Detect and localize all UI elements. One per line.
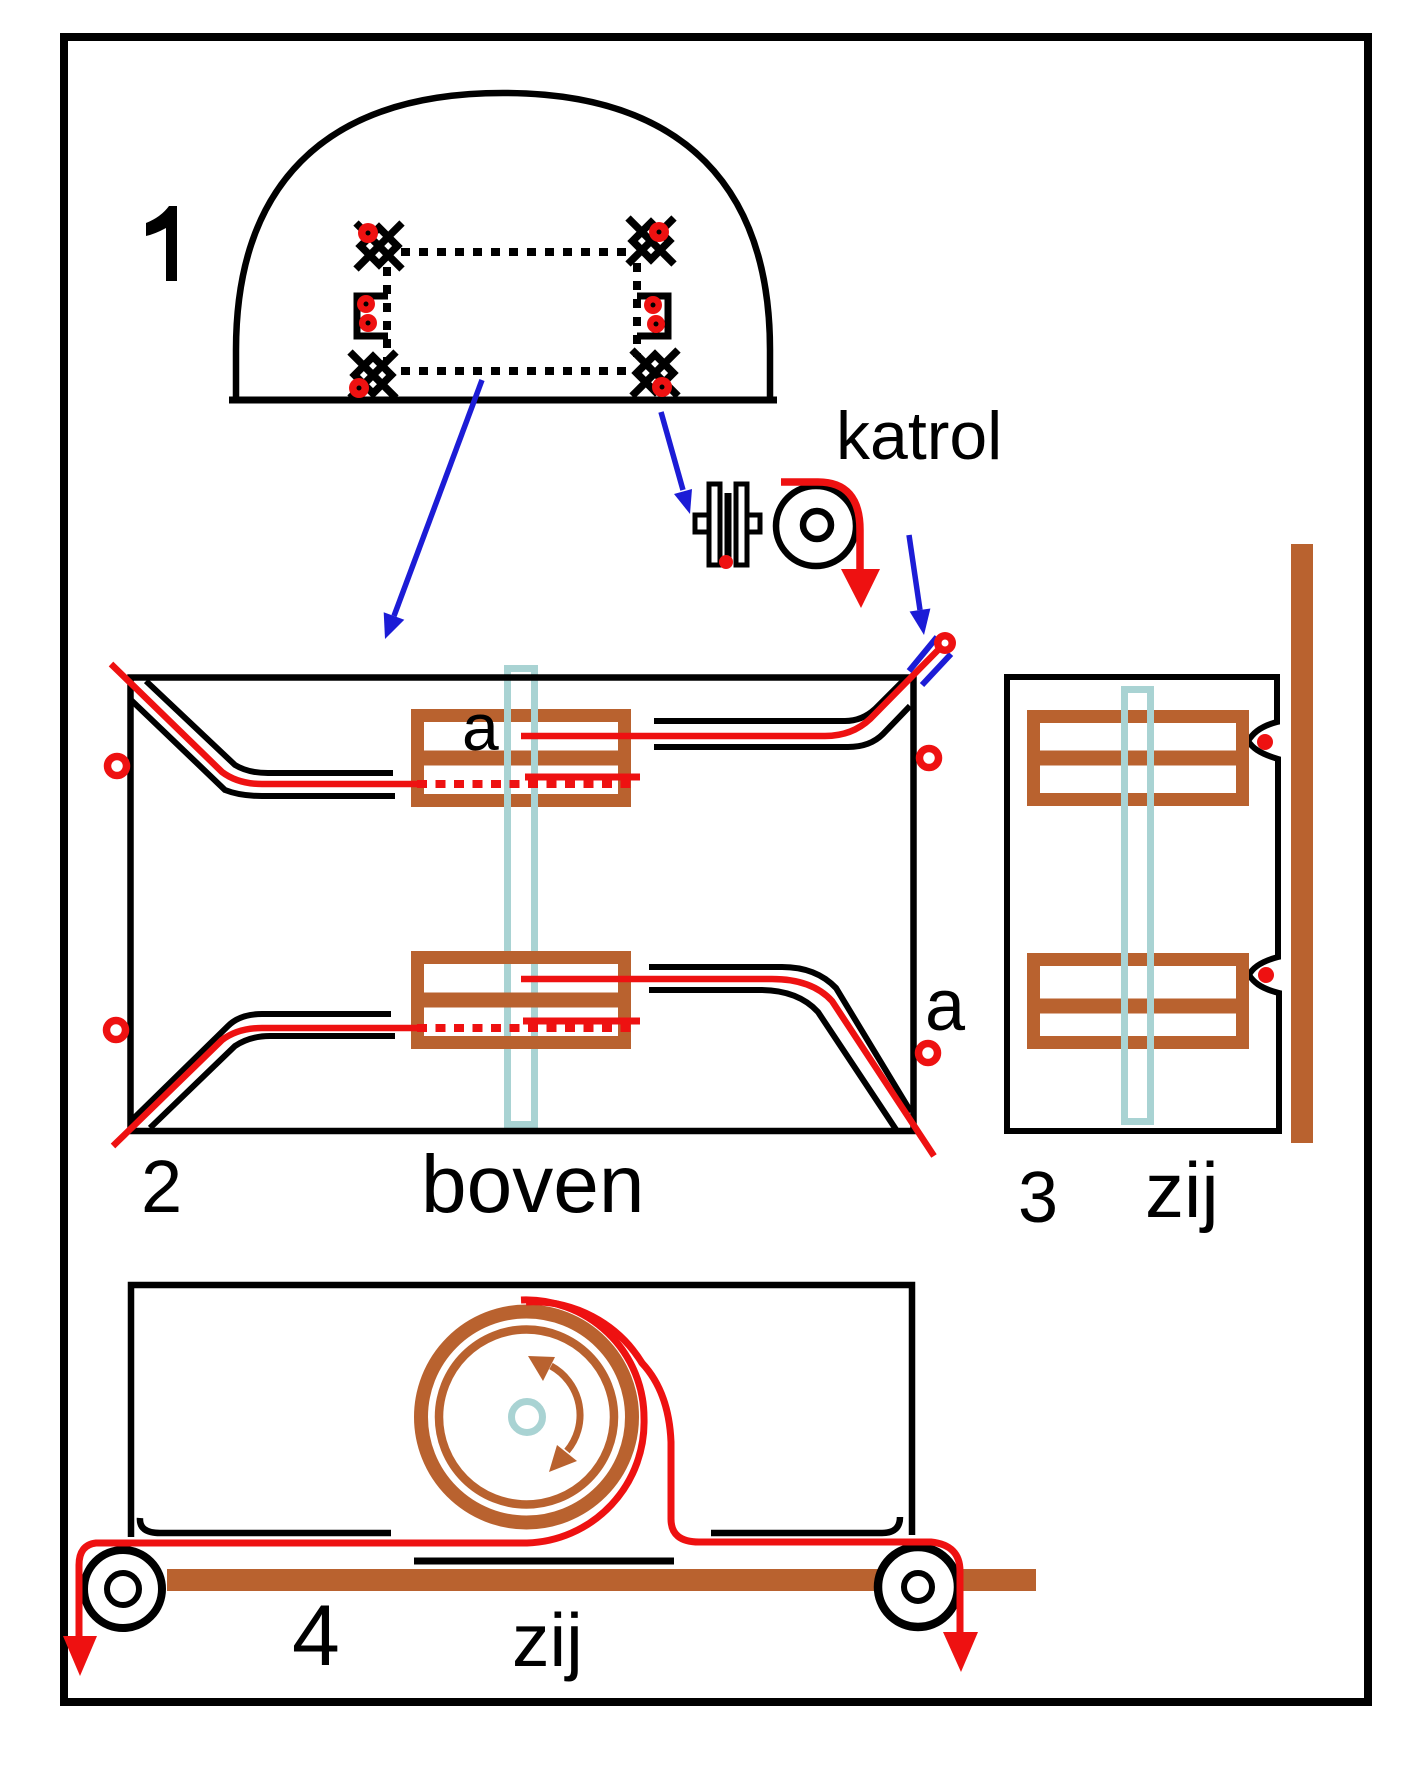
svg-text:a: a bbox=[462, 690, 499, 764]
svg-text:boven: boven bbox=[421, 1139, 644, 1230]
svg-text:zij: zij bbox=[512, 1598, 583, 1682]
svg-text:2: 2 bbox=[141, 1145, 182, 1228]
svg-text:zij: zij bbox=[1145, 1146, 1219, 1234]
svg-text:a: a bbox=[925, 966, 966, 1046]
svg-text:katrol: katrol bbox=[836, 398, 1002, 474]
svg-text:3: 3 bbox=[1018, 1158, 1058, 1238]
svg-text:4: 4 bbox=[292, 1588, 340, 1684]
